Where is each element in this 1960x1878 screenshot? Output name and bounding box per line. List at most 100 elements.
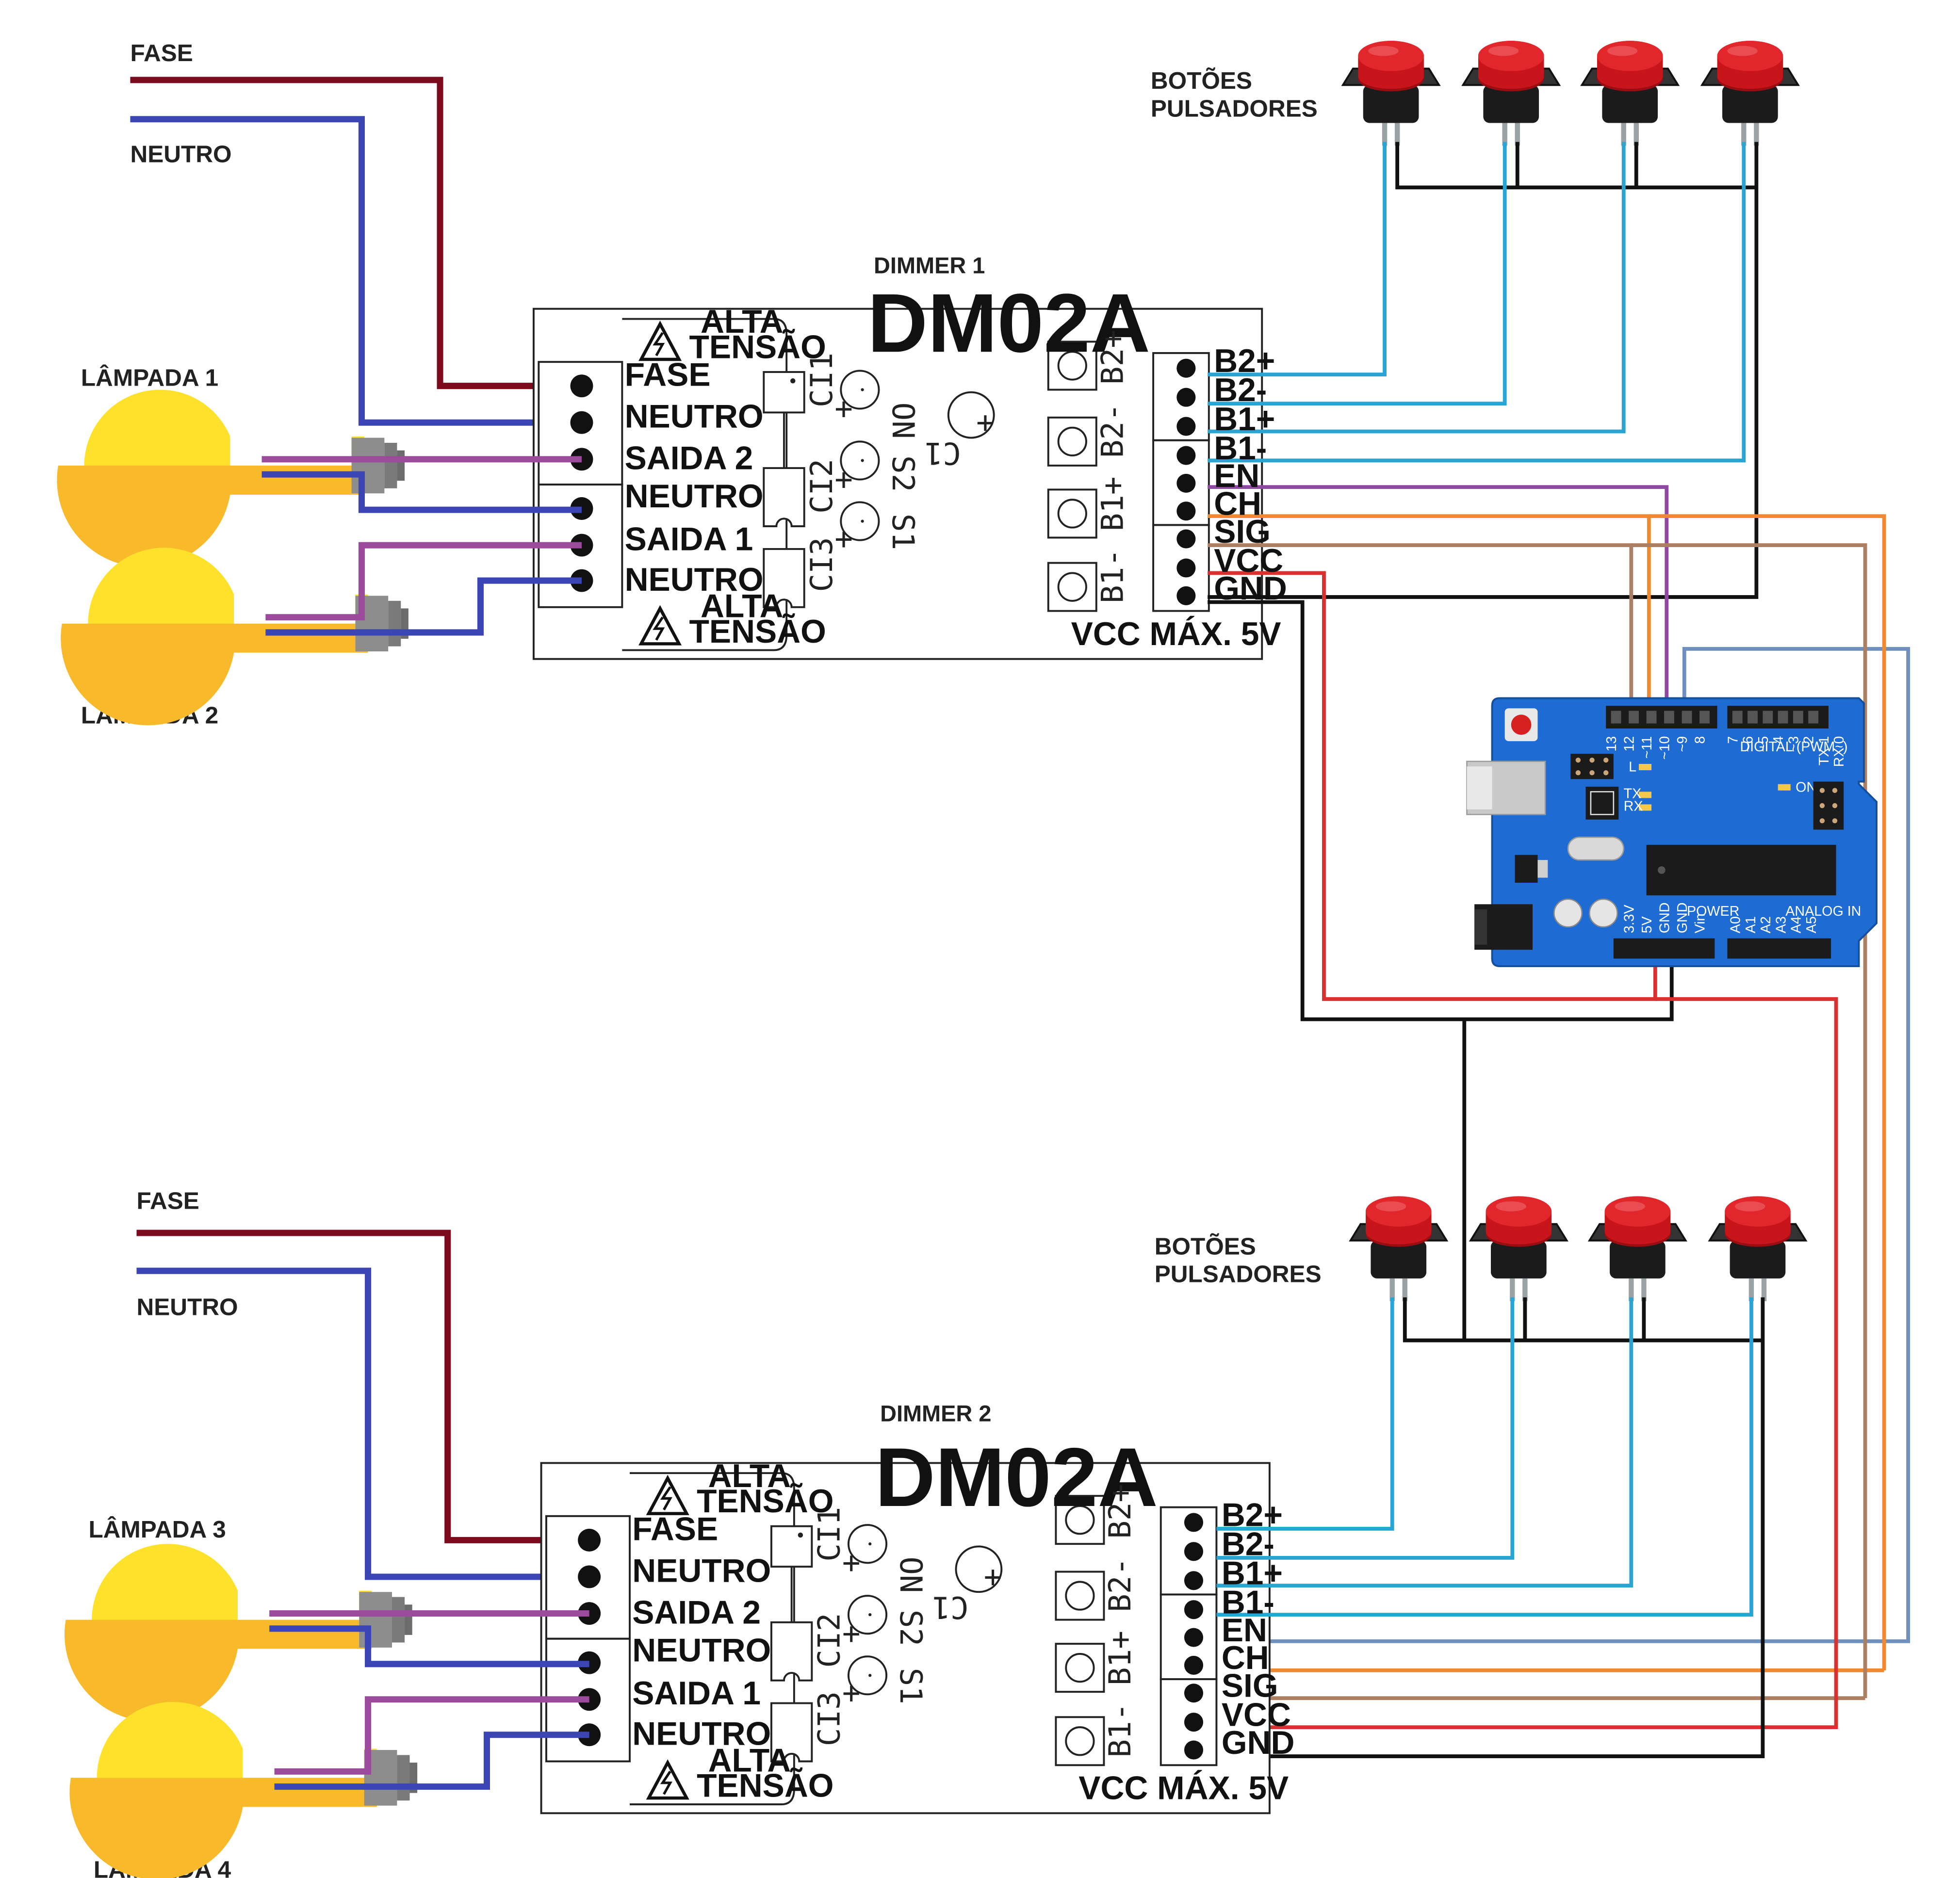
arduino-analog-label: ANALOG IN	[1785, 904, 1861, 919]
arduino-on-label: ON	[1796, 779, 1816, 795]
dimmer2-term-4: SAIDA 1	[632, 1675, 761, 1712]
dimmer1-warn-bottom-1: ALTA	[701, 588, 784, 625]
dimmer2-btn-label-0: B2+	[1102, 1484, 1138, 1539]
dimmer1-warn-top-2: TENSÃO	[689, 328, 826, 365]
top-buttons-common-wire	[1208, 142, 1759, 599]
dimmer2-term-1: NEUTRO	[632, 1553, 771, 1589]
arduino-analog-pin-label: A2	[1758, 916, 1774, 933]
arduino-power-pin-label: 3.3V	[1622, 905, 1637, 933]
dimmer2-term-0: FASE	[632, 1511, 718, 1547]
bottom-button-4[interactable]	[1708, 1195, 1807, 1302]
top-b1plus-wire	[1208, 142, 1626, 434]
d2-gnd-wire	[1216, 1019, 1765, 1758]
dimmer1-term-4: SAIDA 1	[625, 521, 753, 558]
d1-en-wire	[1208, 485, 1669, 715]
arduino-tx-label: TX	[1624, 786, 1642, 801]
dimmer2-rterm-8: GND	[1222, 1725, 1295, 1761]
dimmer2-warn-bottom-2: TENSÃO	[697, 1767, 833, 1804]
dimmer1-on: ON	[885, 403, 921, 439]
dimmer1-rterm-4: EN	[1214, 458, 1259, 494]
dimmer1-rterm-8: GND	[1214, 570, 1287, 607]
dimmer-2-texts: DM02A ALTA TENSÃO ALTA TENSÃO FASE NEUTR…	[632, 1431, 1294, 1807]
arduino-analog-pin-label: A5	[1804, 916, 1819, 933]
dimmer2-plus-3: +	[842, 1675, 861, 1711]
arduino-analog-pin-label: A3	[1773, 916, 1789, 933]
arduino-digital-pin-label: 7	[1725, 736, 1741, 744]
dimmer2-title: DIMMER 2	[880, 1401, 991, 1426]
arduino-l-label: L	[1629, 760, 1636, 775]
bottom-b2minus-wire	[1216, 1297, 1515, 1560]
dimmer1-ci1: CI1	[804, 353, 839, 407]
bottom-neutro-label: NEUTRO	[136, 1294, 238, 1320]
arduino-digital-pin-label: ~10	[1657, 736, 1673, 760]
dimmer2-term-3: NEUTRO	[632, 1633, 771, 1669]
dimmer2-btn-label-2: B1+	[1102, 1631, 1138, 1685]
dimmer1-rterm-2: B1+	[1214, 401, 1275, 437]
dimmer1-term-2: SAIDA 2	[625, 440, 753, 477]
dimmer1-rterm-6: SIG	[1214, 514, 1271, 550]
dimmer2-on: ON	[893, 1556, 929, 1593]
dimmer1-model: DM02A	[867, 276, 1150, 370]
bottom-neutro-wire	[136, 1267, 589, 1580]
dimmer2-rterm-4: EN	[1222, 1612, 1267, 1649]
dimmer2-vcc-note: VCC MÁX. 5V	[1078, 1770, 1289, 1807]
top-neutro-label: NEUTRO	[130, 141, 231, 167]
top-button-3[interactable]	[1581, 40, 1679, 147]
bottom-button-2[interactable]	[1470, 1195, 1568, 1302]
dimmer2-ci1: CI1	[812, 1507, 847, 1562]
bottom-button-3[interactable]	[1588, 1195, 1687, 1302]
dimmer2-rterm-5: CH	[1222, 1640, 1269, 1676]
dimmer1-term-0: FASE	[625, 357, 711, 393]
dimmer1-c1: C1	[925, 436, 961, 471]
dimmer2-btn-label-1: B2-	[1102, 1557, 1138, 1612]
dimmer-1-texts: DM02A ALTA TENSÃO ALTA TENSÃO FASE NEUTR…	[625, 276, 1287, 652]
dimmer1-rterm-0: B2+	[1214, 343, 1275, 379]
dimmer2-rterm-1: B2-	[1222, 1526, 1274, 1563]
dimmer2-term-5: NEUTRO	[632, 1716, 771, 1752]
arduino-analog-pin-label: A1	[1743, 916, 1759, 933]
arduino-analog-pin-label: A4	[1789, 916, 1804, 933]
dimmer1-rterm-3: B1-	[1214, 430, 1267, 467]
dimmer1-ci3: CI3	[804, 537, 839, 592]
arduino-power-pin-label: GND	[1675, 903, 1690, 934]
dimmer1-term-5: NEUTRO	[625, 562, 764, 598]
dimmer1-rterm-5: CH	[1214, 486, 1261, 522]
top-button-2[interactable]	[1462, 40, 1560, 147]
arduino-analog-pin-label: A0	[1728, 916, 1743, 933]
dimmer1-s1: S1	[885, 514, 921, 550]
lamp2-neutro-wire	[265, 577, 582, 636]
lamp-2	[61, 548, 408, 726]
lamp2-saida1-wire	[265, 542, 582, 621]
dimmer2-btn-label-3: B1-	[1102, 1703, 1138, 1758]
arduino-digital-pin-label: 4	[1771, 736, 1786, 744]
dimmer1-ci2: CI2	[804, 459, 839, 514]
top-button-4[interactable]	[1701, 40, 1799, 147]
lamp3-label: LÂMPADA 3	[88, 1516, 226, 1543]
bottom-buttons-label-2: PULSADORES	[1155, 1261, 1322, 1288]
bottom-fase-label: FASE	[136, 1187, 199, 1214]
dimmer1-s2: S2	[885, 455, 921, 492]
dimmer2-s1: S1	[893, 1668, 929, 1704]
dimmer2-plus-c1: +	[984, 1559, 1002, 1594]
dimmer2-rterm-2: B1+	[1222, 1555, 1283, 1592]
top-fase-wire	[130, 77, 582, 389]
dimmer2-warn-bottom-1: ALTA	[708, 1742, 791, 1779]
lamp-1	[57, 389, 405, 567]
dimmer1-plus-c1: +	[976, 405, 995, 440]
top-button-1[interactable]	[1342, 40, 1440, 147]
dimmer1-title: DIMMER 1	[874, 253, 985, 278]
dimmer2-warn-top-1: ALTA	[708, 1458, 791, 1494]
bottom-button-1[interactable]	[1349, 1195, 1448, 1302]
dimmer1-btn-label-1: B2-	[1095, 403, 1130, 458]
dimmer1-warn-top-1: ALTA	[701, 304, 784, 340]
arduino-rx-label: RX	[1624, 798, 1643, 814]
arduino-digital-pin-label: ~11	[1639, 736, 1655, 759]
dimmer2-rterm-3: B1-	[1222, 1585, 1274, 1621]
dimmer2-model: DM02A	[875, 1431, 1158, 1524]
top-fase-label: FASE	[130, 40, 193, 66]
lamp4-neutro-wire	[274, 1732, 589, 1790]
dimmer2-warn-top-2: TENSÃO	[697, 1483, 833, 1520]
top-buttons-label-2: PULSADORES	[1151, 96, 1318, 122]
dimmer1-term-3: NEUTRO	[625, 478, 764, 515]
